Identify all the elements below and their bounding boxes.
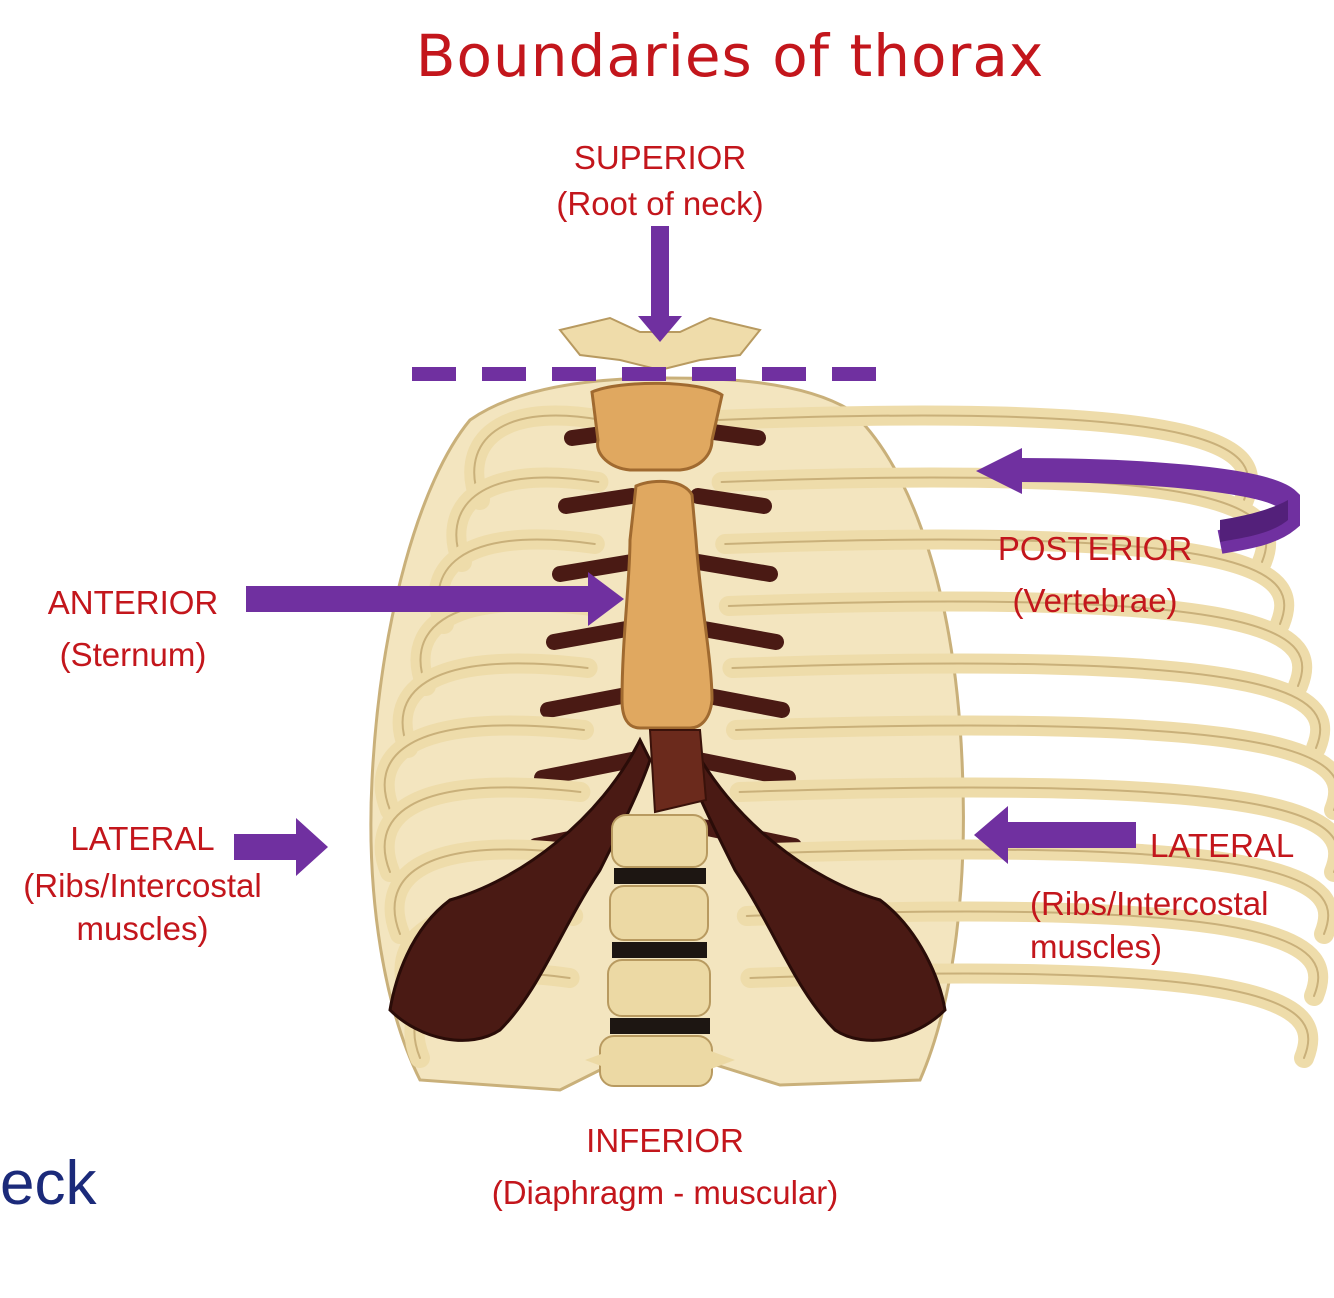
anterior-title: ANTERIOR (48, 584, 219, 621)
lateral-right-subtitle: (Ribs/Intercostal muscles) (1030, 883, 1268, 969)
posterior-subtitle: (Vertebrae) (960, 584, 1230, 617)
posterior-label: POSTERIOR (Vertebrae) (960, 532, 1230, 617)
superior-subtitle: (Root of neck) (510, 187, 810, 220)
manubrium (592, 383, 722, 470)
superior-title: SUPERIOR (574, 139, 746, 176)
superior-arrow (638, 226, 682, 342)
lateral-right-title: LATERAL (1150, 829, 1294, 862)
anterior-subtitle: (Sternum) (8, 638, 258, 671)
lateral-right-subtitle-line2: muscles) (1030, 926, 1268, 969)
inferior-subtitle: (Diaphragm - muscular) (440, 1176, 890, 1209)
inferior-label: INFERIOR (Diaphragm - muscular) (440, 1124, 890, 1209)
lateral-left-subtitle-line1: (Ribs/Intercostal (0, 865, 285, 908)
lateral-left-label: LATERAL (Ribs/Intercostal muscles) (0, 818, 285, 951)
posterior-title: POSTERIOR (998, 530, 1192, 567)
lateral-left-subtitle-line2: muscles) (0, 908, 285, 951)
lateral-right-subtitle-line1: (Ribs/Intercostal (1030, 883, 1268, 926)
left-costal-cartilage-segment (566, 496, 632, 506)
cropped-text-fragment: eck (0, 1148, 96, 1219)
inferior-title: INFERIOR (586, 1122, 744, 1159)
xiphoid-process (650, 730, 706, 812)
anterior-label: ANTERIOR (Sternum) (8, 586, 258, 671)
lateral-left-title: LATERAL (0, 818, 285, 861)
rib-cage (371, 318, 1334, 1090)
superior-label: SUPERIOR (Root of neck) (510, 141, 810, 220)
right-costal-cartilage-segment (698, 496, 764, 506)
